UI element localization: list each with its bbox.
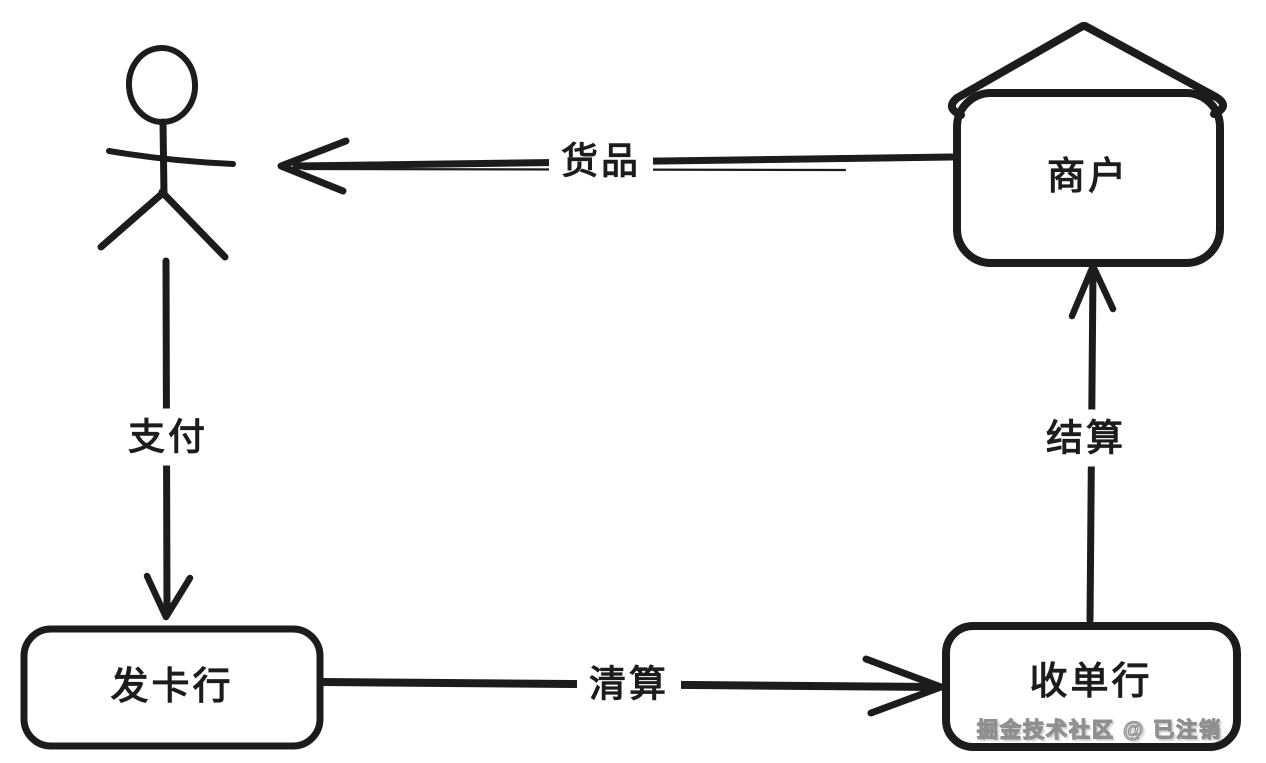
arrowhead-up-icon <box>1068 262 1117 320</box>
customer-actor-icon <box>97 45 236 261</box>
payment-edge-label: 支付 <box>122 408 214 466</box>
merchant-label: 商户 <box>1046 156 1130 198</box>
watermark: 掘金技术社区 @ 已注销 <box>976 718 1223 742</box>
arrowhead-right-icon <box>862 655 945 717</box>
issuing-bank-label: 发卡行 <box>110 666 234 708</box>
person-left-leg-icon <box>97 188 168 251</box>
settlement-edge-label: 结算 <box>1040 409 1132 467</box>
merchant-box <box>953 89 1224 267</box>
arrowhead-left-icon <box>277 137 350 195</box>
merchant-roof-icon <box>947 22 1227 119</box>
issuing-bank-box <box>20 625 324 750</box>
merchant-node <box>947 22 1227 267</box>
goods-edge-label: 货品 <box>549 140 653 182</box>
person-arms-icon <box>106 148 236 167</box>
person-head-icon <box>125 45 199 125</box>
clearing-edge-label: 清算 <box>577 663 681 705</box>
acquiring-bank-box <box>942 622 1241 751</box>
person-right-leg-icon <box>158 188 229 261</box>
arrowhead-down-icon <box>143 572 194 621</box>
acquiring-bank-label: 收单行 <box>1029 661 1153 703</box>
